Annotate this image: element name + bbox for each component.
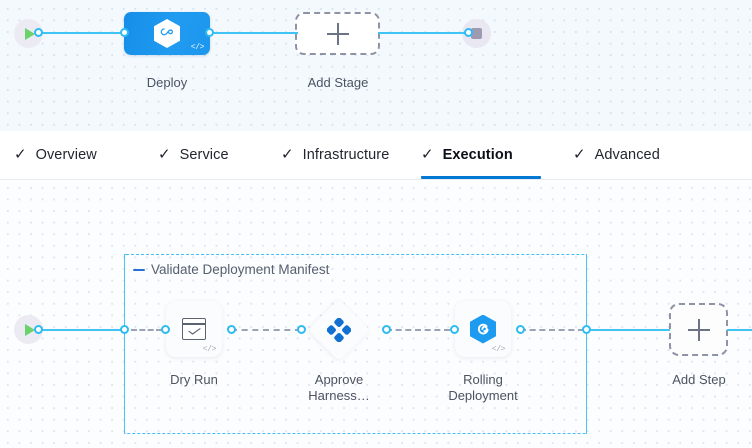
port-group-out[interactable] <box>582 325 591 334</box>
harness-hexagon-icon <box>154 19 180 48</box>
link-deploy-to-addstage <box>208 32 298 34</box>
stage-canvas[interactable]: </> Deploy Add Stage <box>0 0 752 131</box>
tab-label: Infrastructure <box>302 147 390 163</box>
port-dryrun-in[interactable] <box>161 325 170 334</box>
rolling-arrow-glyph <box>477 323 489 335</box>
plus-icon <box>687 318 710 341</box>
stage-node-deploy[interactable]: </> <box>124 12 210 55</box>
port-deploy-out[interactable] <box>205 28 214 37</box>
step-label-dry-run: Dry Run <box>170 372 218 387</box>
link-addstage-to-end <box>378 32 468 34</box>
link-groupin-to-dryrun <box>131 329 162 331</box>
link-approve-to-rolling <box>386 329 450 331</box>
check-icon: ✓ <box>421 145 434 163</box>
tab-infrastructure[interactable]: ✓ Infrastructure <box>281 131 401 179</box>
port-approve-out[interactable] <box>382 325 391 334</box>
port-start-out[interactable] <box>34 28 43 37</box>
stop-icon <box>471 28 482 39</box>
yaml-code-badge[interactable]: </> <box>202 345 217 354</box>
link-addstep-to-right <box>727 329 752 331</box>
step-node-dry-run[interactable]: </> <box>166 301 222 357</box>
port-exec-start-out[interactable] <box>34 325 43 334</box>
play-icon <box>25 27 35 40</box>
link-start-to-group <box>38 329 126 331</box>
group-edge-right <box>586 254 587 434</box>
port-dryrun-out[interactable] <box>227 325 236 334</box>
port-rolling-in[interactable] <box>450 325 459 334</box>
tab-underline <box>421 176 541 179</box>
tab-advanced[interactable]: ✓ Advanced <box>573 131 677 179</box>
check-icon: ✓ <box>158 145 171 163</box>
link-group-to-addstep <box>588 329 670 331</box>
check-icon: ✓ <box>281 145 294 163</box>
link-start-to-deploy <box>38 32 126 34</box>
harness-infinity-glyph <box>160 28 173 36</box>
tab-label: Advanced <box>594 147 660 163</box>
rolling-deployment-icon <box>470 314 496 344</box>
step-label-approve-harness: Approve Harness… <box>308 372 370 403</box>
step-group-title: Validate Deployment Manifest <box>151 262 330 277</box>
group-edge-left <box>124 254 125 434</box>
port-approve-in[interactable] <box>297 325 306 334</box>
step-node-approve-harness[interactable] <box>307 298 371 362</box>
port-group-in[interactable] <box>120 325 129 334</box>
tab-label: Execution <box>442 147 513 163</box>
play-icon <box>25 323 35 336</box>
link-dryrun-to-approve <box>231 329 301 331</box>
step-group-header[interactable]: Validate Deployment Manifest <box>133 262 329 277</box>
minus-icon[interactable] <box>133 268 145 271</box>
check-glyph <box>188 328 201 335</box>
step-label-rolling-deployment: Rolling Deployment <box>448 372 518 403</box>
stage-label-deploy: Deploy <box>146 75 188 90</box>
plus-icon <box>326 22 349 45</box>
port-deploy-in[interactable] <box>120 28 129 37</box>
tab-label: Overview <box>35 147 97 163</box>
tab-execution[interactable]: ✓ Execution <box>421 131 541 179</box>
yaml-code-badge[interactable]: </> <box>491 345 506 354</box>
port-end-in[interactable] <box>464 28 473 37</box>
yaml-code-badge[interactable]: </> <box>190 43 205 52</box>
check-icon: ✓ <box>14 145 27 163</box>
link-rolling-to-groupout <box>520 329 584 331</box>
checklist-icon <box>182 318 206 340</box>
add-stage-label: Add Stage <box>307 75 369 90</box>
execution-canvas[interactable]: Validate Deployment Manifest </> <box>0 180 752 448</box>
tab-overview[interactable]: ✓ Overview <box>14 131 114 179</box>
check-icon: ✓ <box>573 145 586 163</box>
tab-service[interactable]: ✓ Service <box>158 131 242 179</box>
tab-label: Service <box>179 147 229 163</box>
step-node-rolling-deployment[interactable]: </> <box>455 301 511 357</box>
add-stage-button[interactable] <box>295 12 380 55</box>
stage-config-tabs: ✓ Overview ✓ Service ✓ Infrastructure ✓ … <box>0 131 752 180</box>
port-rolling-out[interactable] <box>516 325 525 334</box>
add-step-label: Add Step <box>672 372 726 387</box>
add-step-button[interactable] <box>669 303 728 356</box>
harness-approval-icon <box>327 318 351 342</box>
